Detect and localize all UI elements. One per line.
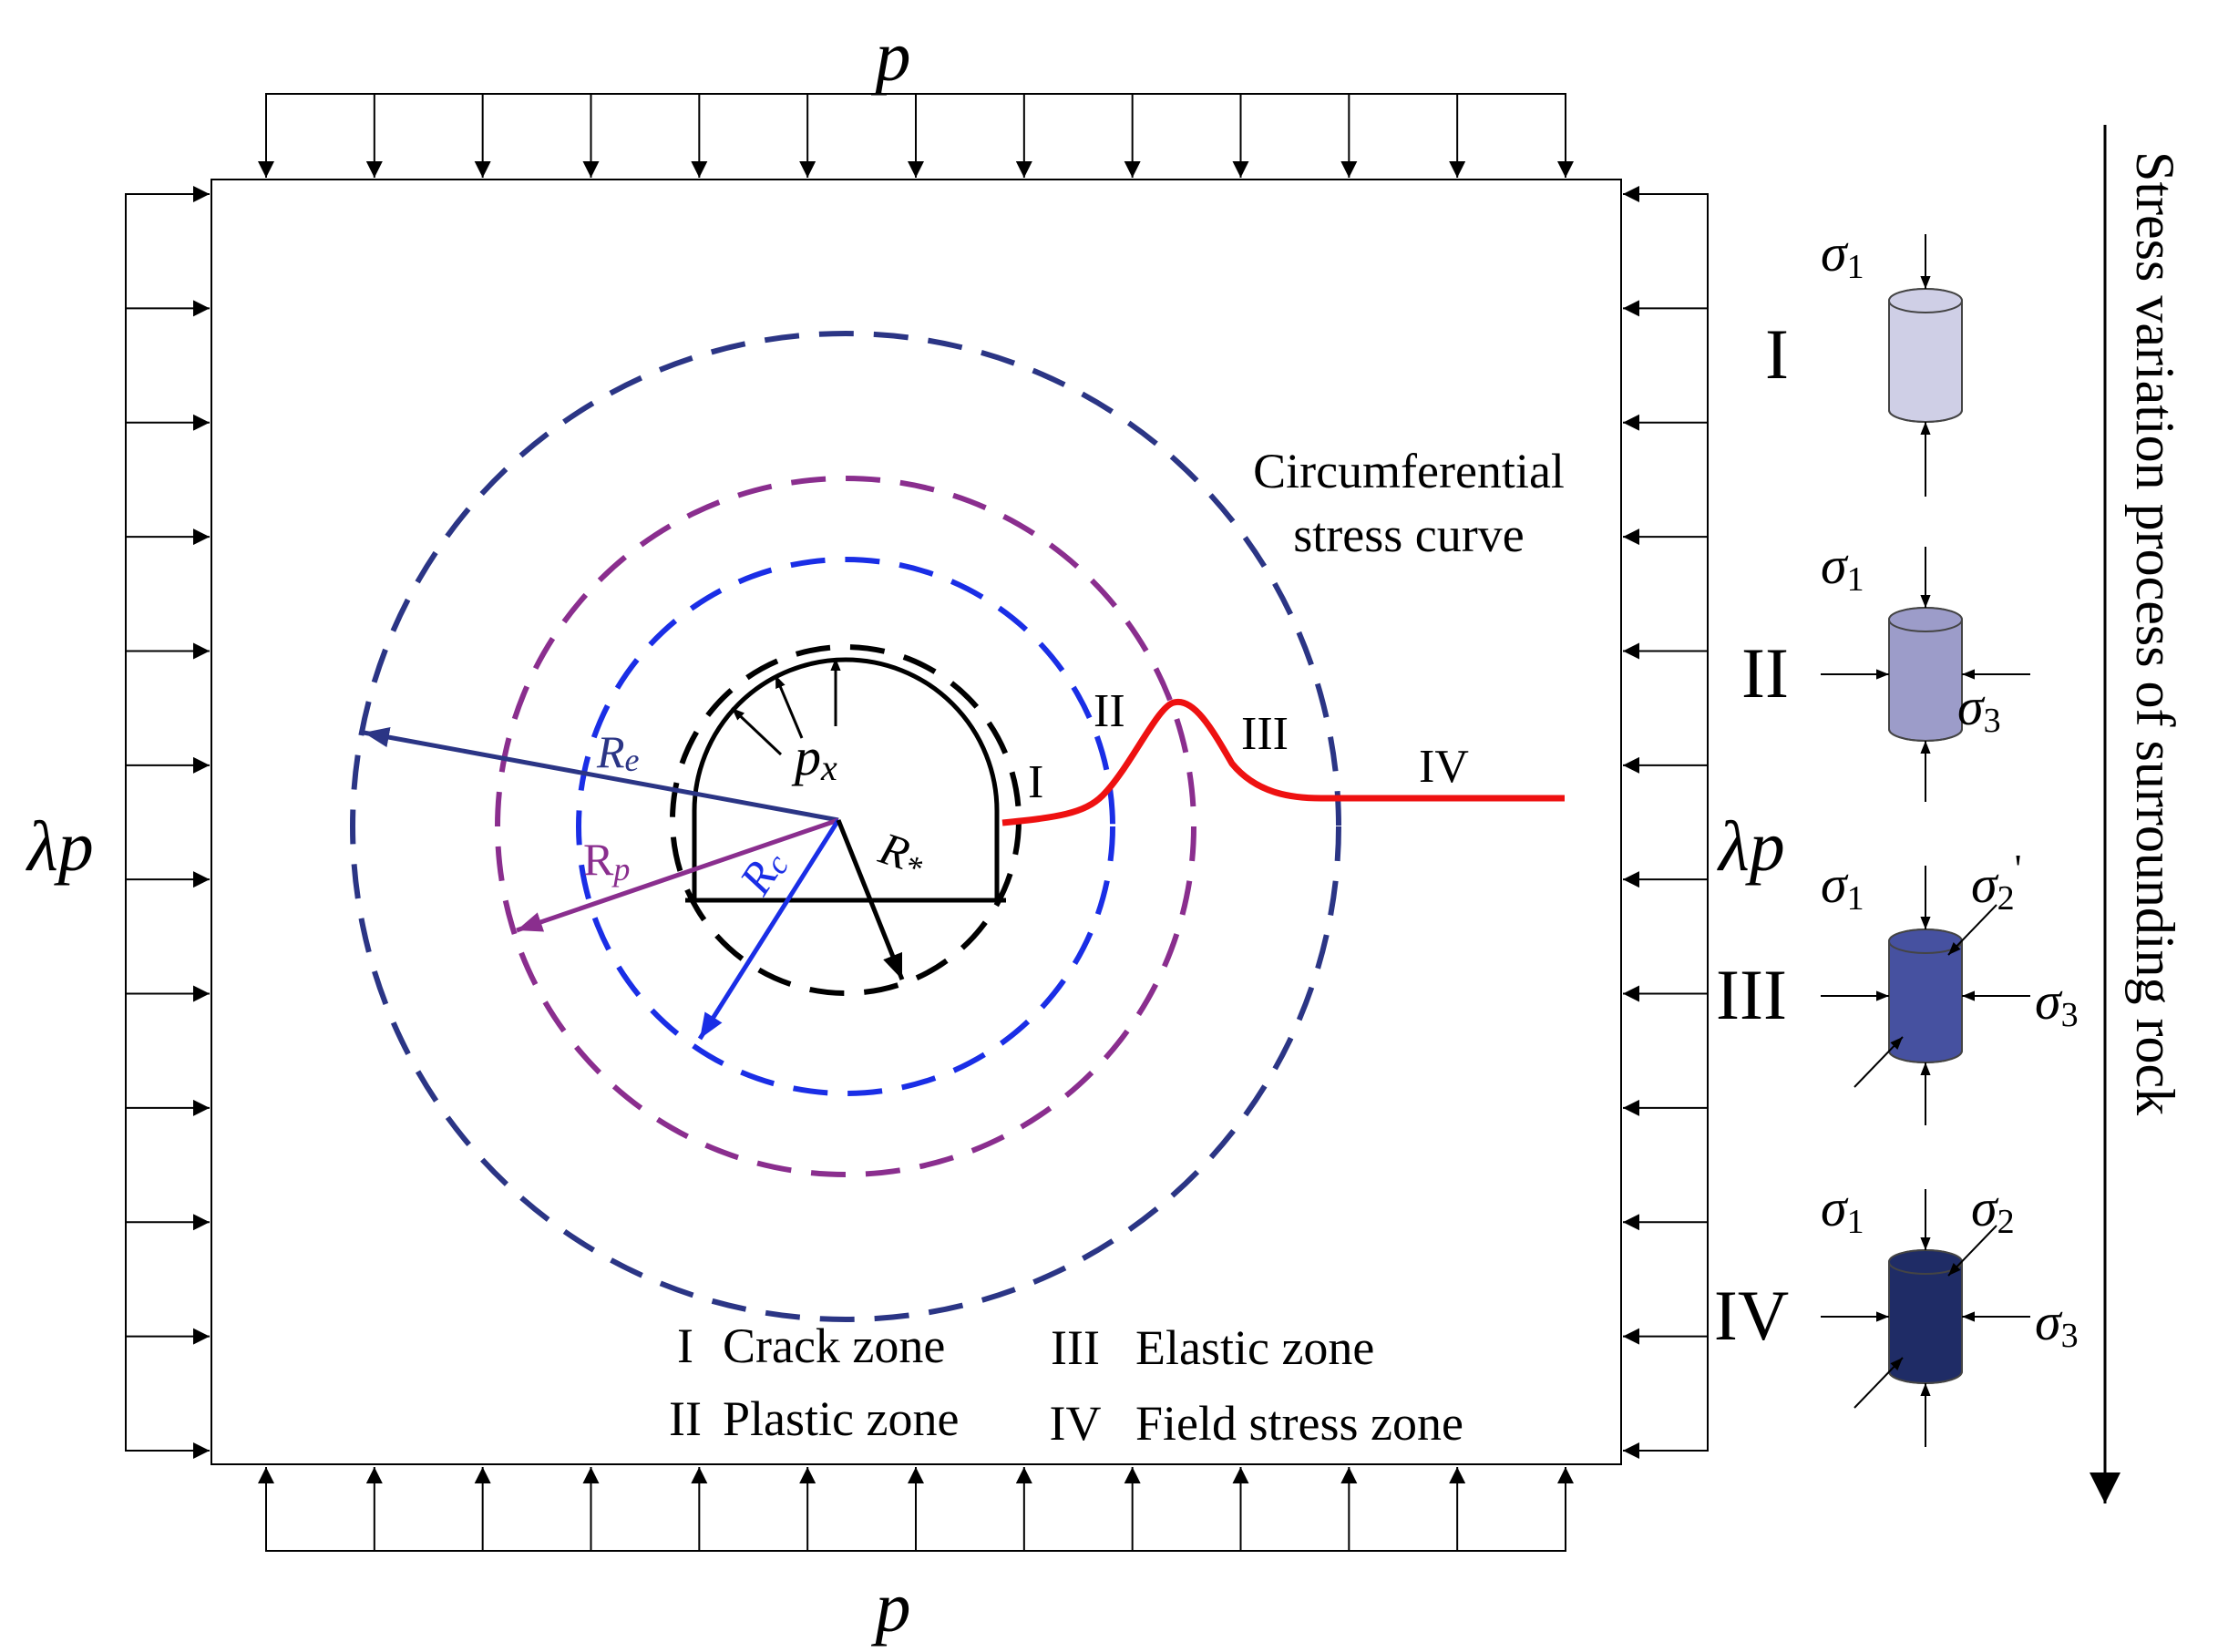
right-load-frame	[1669, 193, 1709, 1452]
curve-zone-label-iv: IV	[1419, 741, 1469, 793]
element-numeral: III	[1716, 955, 1787, 1034]
top-load-label: p	[871, 16, 911, 96]
sigma2-arrow-bottom	[1853, 1036, 1904, 1088]
zone-legend: I Crack zone II Plastic zone III Elastic…	[669, 1319, 1463, 1451]
rstar-label: R*	[872, 822, 931, 887]
element-numeral: II	[1741, 633, 1789, 713]
re-radius-arrow	[363, 727, 839, 823]
load-arrows	[126, 94, 1708, 1551]
legend-numeral-iii: III	[1051, 1320, 1100, 1375]
rp-boundary-circle	[495, 476, 1196, 1177]
circumferential-stress-curve	[1001, 698, 1565, 826]
sigma3-label: σ3	[1957, 677, 2001, 740]
sigma3-label: σ3	[2035, 971, 2079, 1034]
legend-numeral-ii: II	[669, 1391, 702, 1446]
cylinder-top	[1888, 288, 1963, 313]
element-numeral: I	[1765, 314, 1789, 394]
cylinder-top	[1888, 1249, 1963, 1275]
rstar-boundary-circle	[670, 644, 1022, 996]
legend-text-ii: Plastic zone	[723, 1391, 959, 1446]
sigma1-label: σ1	[1821, 855, 1864, 918]
sigma1-label: σ1	[1821, 1178, 1864, 1241]
legend-numeral-i: I	[677, 1319, 693, 1373]
rock-mass-boundary	[211, 179, 1622, 1465]
right-load-label: λp	[1717, 806, 1785, 886]
legend-text-iii: Elastic zone	[1135, 1320, 1374, 1375]
sigma3-label: σ3	[2035, 1292, 2079, 1355]
curve-zone-label-iii: III	[1241, 708, 1289, 760]
rc-radius-arrow	[697, 818, 841, 1041]
sigma1-label: σ1	[1821, 223, 1864, 286]
stress-element-1: Iσ1	[1765, 223, 1963, 497]
left-load-frame	[125, 193, 164, 1452]
sigma2-arrow-top	[1947, 904, 1997, 956]
rp-label: Rp	[583, 834, 630, 888]
sigma1-label: σ1	[1821, 536, 1864, 599]
sigma2-label: σ2	[1971, 1178, 2015, 1241]
legend-text-iv: Field stress zone	[1135, 1396, 1463, 1451]
left-load-label: λp	[26, 806, 94, 886]
sigma2-arrow-top	[1947, 1225, 1997, 1277]
re-boundary-circle	[350, 331, 1341, 1322]
rp-radius-arrow	[516, 817, 839, 933]
support-pressure-arrow	[774, 674, 804, 739]
tunnel-outline	[692, 657, 1000, 900]
px-label: px	[791, 727, 837, 788]
legend-numeral-iv: IV	[1050, 1396, 1102, 1451]
curve-zone-label-ii: II	[1094, 685, 1125, 737]
stress-element-3: III σ1 σ3 σ2'	[1716, 847, 2079, 1125]
cylinder-top	[1888, 607, 1963, 632]
rc-label: Rc	[729, 839, 796, 904]
cylinder-top	[1888, 929, 1963, 954]
rc-boundary-circle	[576, 557, 1115, 1096]
legend-text-i: Crack zone	[723, 1319, 945, 1373]
stress-element-4: IV σ1 σ3 σ2	[1714, 1178, 2079, 1447]
process-label: Stress variation process of surrounding …	[2125, 151, 2185, 1115]
sigma2-label: σ2'	[1971, 847, 2022, 918]
bottom-load-label: p	[871, 1567, 911, 1647]
stress-element-2: II σ1 σ3	[1741, 536, 2030, 802]
curve-zone-label-i: I	[1028, 756, 1043, 808]
curve-label-line2: stress curve	[1293, 508, 1524, 562]
curve-label-line1: Circumferential	[1253, 444, 1565, 498]
rstar-radius-arrow	[836, 819, 905, 980]
re-label: Re	[596, 726, 640, 778]
sigma2-arrow-bottom	[1853, 1357, 1904, 1409]
element-numeral: IV	[1714, 1276, 1789, 1355]
support-pressure-arrow	[730, 706, 783, 756]
